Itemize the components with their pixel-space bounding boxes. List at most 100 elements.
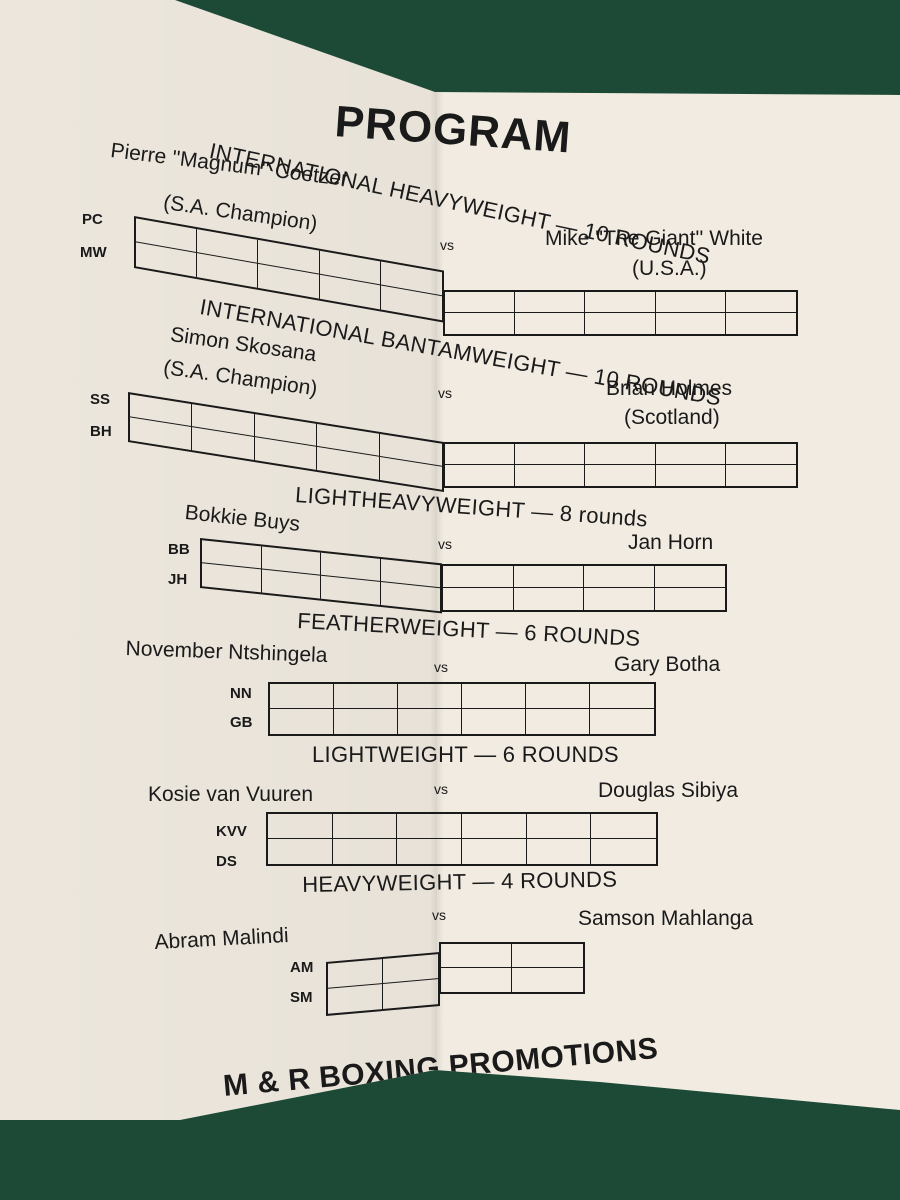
bout-5-score-grid [266, 812, 658, 866]
score-cell [585, 313, 656, 334]
score-cell [590, 709, 654, 734]
score-cell [585, 465, 656, 486]
bout-4-fighter2: Gary Botha [614, 653, 721, 676]
bout-1-score-grid-right [443, 290, 798, 336]
score-cell [381, 582, 441, 611]
bout-1-fighter2-note: (U.S.A.) [632, 257, 707, 280]
score-cell [656, 313, 726, 334]
bout-4-score-grid [268, 682, 656, 736]
score-cell [590, 684, 654, 709]
score-cell [397, 839, 462, 864]
score-cell [515, 313, 586, 334]
bout-5-fighter1: Kosie van Vuuren [148, 783, 313, 806]
bout-6-initial-2: SM [290, 989, 313, 1006]
score-cell [527, 839, 592, 864]
score-cell [526, 709, 590, 734]
bout-5-initial-2: DS [216, 853, 237, 870]
score-cell [202, 563, 262, 593]
bout-2-fighter2: Brian Holmes [606, 377, 733, 400]
bout-6-score-grid-left [326, 952, 440, 1016]
bout-4-initial-2: GB [230, 714, 253, 731]
score-cell [443, 588, 514, 610]
score-cell [445, 444, 516, 465]
score-cell [585, 292, 656, 313]
score-cell [462, 709, 526, 734]
bout-4-initial-1: NN [230, 685, 252, 702]
bout-2-initial-2: BH [90, 423, 112, 440]
score-cell [655, 588, 726, 610]
score-cell [461, 814, 527, 839]
score-cell [261, 569, 321, 599]
bout-3-score-grid-right [441, 564, 727, 612]
score-cell [585, 444, 656, 465]
score-cell [513, 566, 584, 588]
score-cell [655, 444, 726, 465]
bout-2-score-grid-right [443, 442, 798, 488]
page-fold [430, 90, 444, 1075]
bout-1-vs: vs [440, 237, 454, 253]
score-cell [398, 709, 462, 734]
bout-1-fighter2: Mike ''The Giant'' White [545, 227, 763, 250]
left-page-shade [0, 0, 437, 1120]
bout-3-initial-1: BB [168, 541, 190, 558]
score-cell [655, 292, 726, 313]
bout-1-initial-1: PC [82, 211, 103, 228]
score-cell [726, 313, 796, 334]
bout-5-initial-1: KVV [216, 823, 247, 840]
score-cell [270, 684, 334, 709]
score-cell [441, 944, 512, 968]
score-cell [514, 588, 584, 610]
score-cell [526, 814, 592, 839]
score-cell [445, 292, 516, 313]
bout-5-vs: vs [434, 781, 448, 797]
bout-6-score-grid-right [439, 942, 585, 994]
bout-6-vs: vs [432, 907, 446, 923]
score-cell [321, 575, 381, 605]
score-cell [268, 839, 333, 864]
score-cell [445, 465, 516, 486]
bout-3-initial-2: JH [168, 571, 188, 588]
score-cell [515, 292, 586, 313]
bout-5-fighter2: Douglas Sibiya [598, 779, 739, 802]
score-cell [445, 313, 516, 334]
score-cell [654, 566, 725, 588]
bout-3-fighter2: Jan Horn [628, 531, 714, 554]
bout-6-fighter2: Samson Mahlanga [578, 907, 754, 930]
score-cell [334, 709, 398, 734]
score-cell [383, 979, 438, 1009]
score-cell [725, 292, 796, 313]
score-cell [333, 839, 398, 864]
score-cell [441, 968, 512, 992]
score-cell [515, 465, 586, 486]
score-cell [512, 944, 583, 968]
bout-6-initial-1: AM [290, 959, 314, 976]
score-cell [270, 709, 334, 734]
score-cell [725, 444, 796, 465]
score-cell [397, 814, 462, 839]
score-cell [334, 684, 398, 709]
bout-2-vs: vs [438, 385, 452, 401]
bout-3-vs: vs [438, 536, 452, 552]
bout-5-heading: LIGHTWEIGHT — 6 ROUNDS [312, 742, 619, 767]
score-cell [656, 465, 726, 486]
score-cell [512, 968, 583, 992]
score-cell [462, 684, 526, 709]
score-cell [332, 814, 398, 839]
bout-2-fighter2-note: (Scotland) [624, 406, 720, 429]
score-cell [726, 465, 796, 486]
score-cell [515, 444, 586, 465]
score-cell [591, 814, 656, 839]
score-cell [443, 566, 514, 588]
score-cell [584, 566, 655, 588]
score-cell [591, 839, 656, 864]
score-cell [462, 839, 527, 864]
score-cell [268, 814, 333, 839]
bout-6-heading: HEAVYWEIGHT — 4 ROUNDS [301, 866, 618, 897]
score-cell [328, 983, 383, 1014]
score-cell [526, 684, 590, 709]
bout-1-initial-2: MW [80, 244, 107, 261]
bout-2-initial-1: SS [90, 391, 111, 408]
score-cell [398, 684, 462, 709]
bout-4-vs: vs [434, 659, 448, 675]
